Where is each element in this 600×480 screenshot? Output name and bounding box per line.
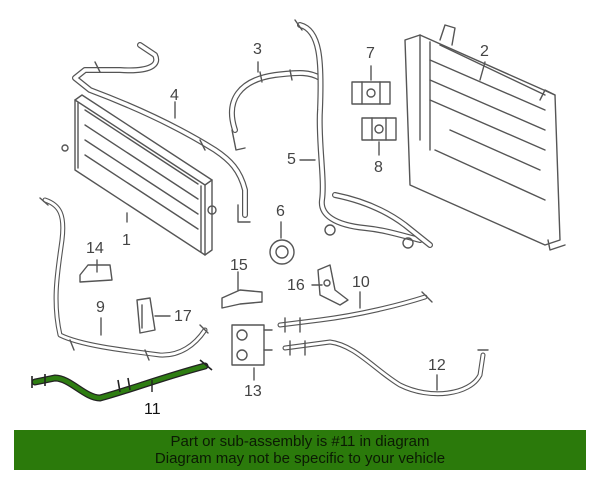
banner-line-1: Part or sub-assembly is #11 in diagram [170,433,430,450]
part-15-bracket [221,289,263,309]
callout-9: 9 [96,299,105,316]
part-2-frame [404,24,566,251]
part-13-valve [231,324,273,366]
part-12-line [282,339,489,397]
callout-15: 15 [230,257,248,274]
info-banner: Part or sub-assembly is #11 in diagram D… [14,430,586,470]
part-11-highlighted-line [31,359,213,402]
part-7-bracket [351,81,391,105]
part-1-radiator [61,94,217,256]
part-14-clip [79,264,113,283]
part-3-hose [228,69,323,151]
callout-7: 7 [366,45,375,62]
callout-4: 4 [170,87,179,104]
part-8-bracket [361,117,397,141]
callout-8: 8 [374,159,383,176]
part-10-line [277,291,433,333]
part-16-bracket [317,264,349,306]
parts-diagram [31,19,566,402]
callout-10: 10 [352,274,370,291]
part-17-clip [136,297,156,334]
part-5-line [294,19,433,249]
callout-16: 16 [287,277,305,294]
part-9-line [39,197,209,361]
callout-6: 6 [276,203,285,220]
callout-12: 12 [428,357,446,374]
callout-14: 14 [86,240,104,257]
callout-5: 5 [287,151,296,168]
part-4-line [72,42,251,223]
callout-11: 11 [144,401,161,418]
callout-3: 3 [253,41,262,58]
part-6-cap [269,239,295,265]
callout-13: 13 [244,383,262,400]
callout-2: 2 [480,43,489,60]
banner-line-2: Diagram may not be specific to your vehi… [154,450,446,467]
callout-1: 1 [122,232,131,249]
callout-17: 17 [174,308,192,325]
